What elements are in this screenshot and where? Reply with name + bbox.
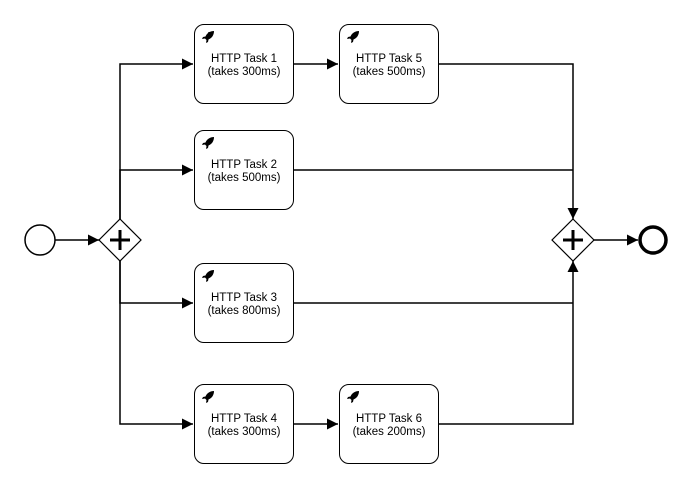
sequence-flow-task-5-join — [439, 63, 579, 219]
parallel-fork-gateway[interactable] — [98, 218, 142, 262]
task-name: HTTP Task 2 — [210, 159, 278, 171]
parallel-join-gateway[interactable] — [551, 218, 595, 262]
task-name: HTTP Task 3 — [210, 292, 278, 304]
task-duration: (takes 300ms) — [207, 66, 281, 78]
parallel-plus-icon — [563, 230, 583, 250]
end-event-circle[interactable] — [638, 225, 668, 255]
task-duration: (takes 300ms) — [207, 426, 281, 438]
rocket-icon — [202, 137, 214, 149]
parallel-plus-icon — [110, 230, 130, 250]
task-name: HTTP Task 5 — [355, 53, 423, 65]
task-name: HTTP Task 1 — [210, 53, 278, 65]
rocket-icon — [202, 391, 214, 403]
sequence-flow-fork-task-1 — [119, 58, 193, 219]
task-name: HTTP Task 4 — [210, 413, 278, 425]
start-event-circle[interactable] — [24, 224, 56, 256]
rocket-icon — [347, 31, 359, 43]
task-duration: (takes 500ms) — [207, 172, 281, 184]
task-http-2[interactable]: HTTP Task 2 (takes 500ms) — [194, 130, 294, 210]
task-http-6[interactable]: HTTP Task 6 (takes 200ms) — [339, 384, 439, 464]
rocket-icon — [347, 391, 359, 403]
task-http-4[interactable]: HTTP Task 4 (takes 300ms) — [194, 384, 294, 464]
task-name: HTTP Task 6 — [355, 413, 423, 425]
task-label: HTTP Task 3 (takes 800ms) — [195, 292, 293, 318]
task-http-5[interactable]: HTTP Task 5 (takes 500ms) — [339, 24, 439, 104]
task-label: HTTP Task 4 (takes 300ms) — [195, 413, 293, 439]
sequence-flow-fork-task-2 — [119, 164, 193, 219]
task-label: HTTP Task 2 (takes 500ms) — [195, 159, 293, 185]
task-http-3[interactable]: HTTP Task 3 (takes 800ms) — [194, 263, 294, 343]
sequence-flow-fork-task-4 — [119, 261, 193, 430]
task-duration: (takes 200ms) — [352, 426, 426, 438]
sequence-flow-task-6-join — [439, 261, 579, 425]
task-duration: (takes 800ms) — [207, 305, 281, 317]
sequence-flow-fork-task-3 — [119, 261, 193, 309]
task-duration: (takes 500ms) — [352, 66, 426, 78]
task-label: HTTP Task 6 (takes 200ms) — [340, 413, 438, 439]
rocket-icon — [202, 31, 214, 43]
rocket-icon — [202, 270, 214, 282]
task-http-1[interactable]: HTTP Task 1 (takes 300ms) — [194, 24, 294, 104]
task-label: HTTP Task 5 (takes 500ms) — [340, 53, 438, 79]
task-label: HTTP Task 1 (takes 300ms) — [195, 53, 293, 79]
